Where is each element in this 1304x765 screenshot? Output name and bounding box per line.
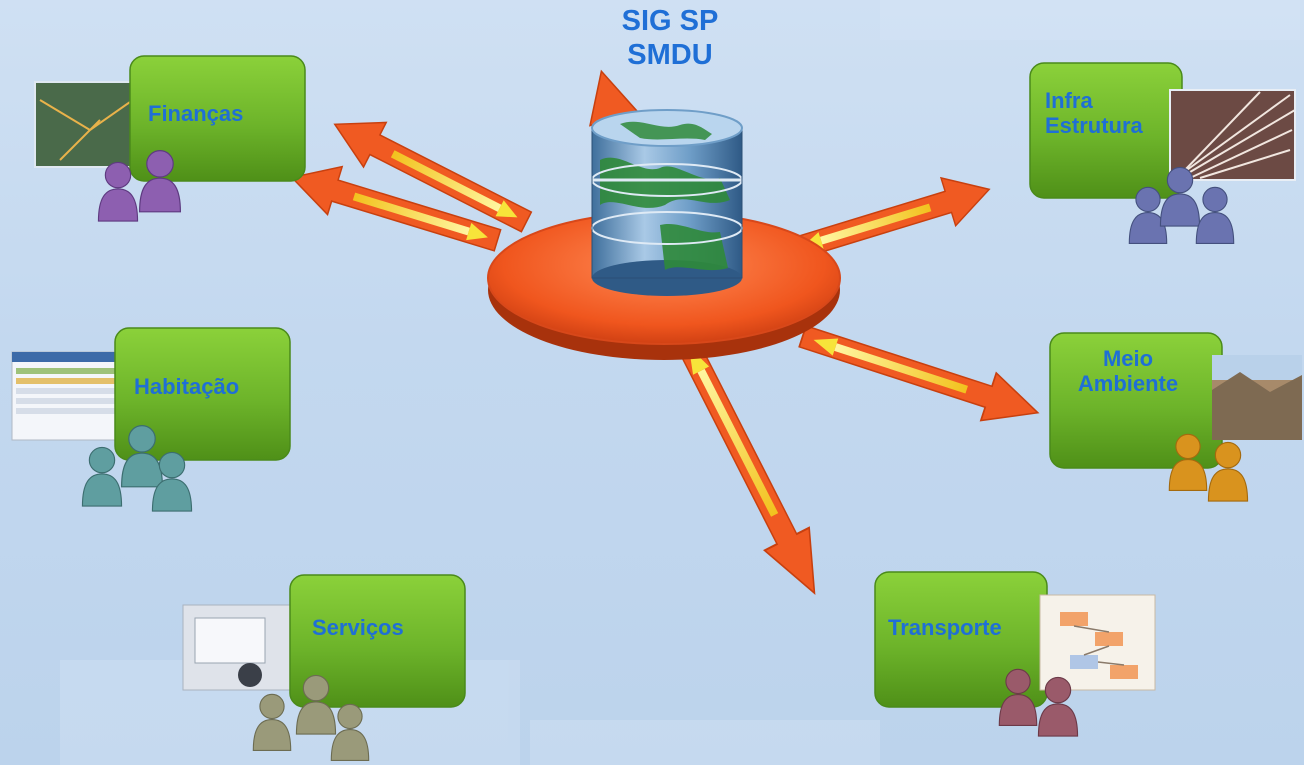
node-financas xyxy=(34,55,306,222)
hub-title: SIG SP SMDU xyxy=(540,4,800,72)
label-infra: Infra Estrutura xyxy=(1045,88,1143,138)
arrow-transporte xyxy=(659,322,838,606)
spreadsheet-screenshot xyxy=(11,351,128,441)
node-transporte xyxy=(874,571,1156,737)
database-globe-icon xyxy=(591,109,743,296)
satellite-map-photo xyxy=(35,82,145,167)
node-meio xyxy=(1049,332,1302,502)
node-servicos xyxy=(182,574,466,761)
label-habitacao: Habitação xyxy=(134,374,240,399)
label-infra-line2: Estrutura xyxy=(1045,113,1143,138)
node-habitacao xyxy=(11,327,291,512)
label-transporte: Transporte xyxy=(888,615,1002,640)
hub-title-line1: SIG SP xyxy=(621,5,719,37)
label-meio-line1: Meio xyxy=(1102,346,1154,371)
hub-title-line2: SMDU xyxy=(627,39,713,71)
arrow-habitacao xyxy=(283,152,506,265)
arrow-meio xyxy=(794,311,1047,438)
label-meio-line2: Ambiente xyxy=(1077,371,1179,396)
label-meio: Meio Ambiente xyxy=(1058,346,1198,396)
label-infra-line1: Infra xyxy=(1045,88,1093,113)
label-financas: Finanças xyxy=(148,101,244,126)
node-infra xyxy=(1029,62,1296,244)
label-servicos: Serviços xyxy=(312,615,404,640)
